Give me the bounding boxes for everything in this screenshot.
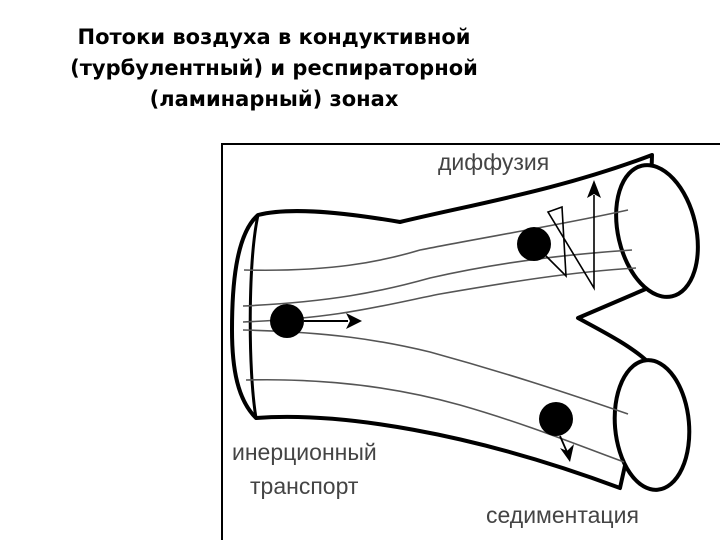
lower-branch-opening bbox=[612, 358, 692, 492]
label-inertial-line-2: транспорт bbox=[250, 473, 359, 499]
streamline-5 bbox=[245, 378, 625, 463]
tube-left-opening bbox=[248, 214, 260, 419]
particle-sedimentation bbox=[539, 402, 573, 436]
label-inertial-line-1: инерционный bbox=[232, 439, 377, 465]
sedimentation-direction-line bbox=[559, 435, 568, 453]
inertial-arrowhead bbox=[346, 313, 362, 329]
streamline-3 bbox=[242, 267, 637, 323]
upper-branch-opening bbox=[614, 163, 700, 299]
diffusion-zigzag-path bbox=[545, 195, 595, 291]
diffusion-arrowhead bbox=[587, 180, 601, 198]
particle-diffusion bbox=[517, 227, 551, 261]
title-line-3: (ламинарный) зонах bbox=[149, 87, 399, 111]
streamline-1 bbox=[243, 209, 629, 272]
particle-inertial bbox=[270, 304, 304, 338]
streamline-4 bbox=[242, 329, 629, 415]
title-line-1: Потоки воздуха в кондуктивной bbox=[77, 25, 471, 49]
label-sedimentation: седиментация bbox=[486, 502, 639, 528]
slide-title: Потоки воздуха в кондуктивной (турбулент… bbox=[14, 22, 534, 115]
figure-frame bbox=[221, 143, 720, 540]
label-diffusion: диффузия bbox=[438, 149, 549, 175]
title-line-2: (турбулентный) и респираторной bbox=[70, 56, 478, 80]
sedimentation-arrowhead bbox=[560, 444, 574, 462]
